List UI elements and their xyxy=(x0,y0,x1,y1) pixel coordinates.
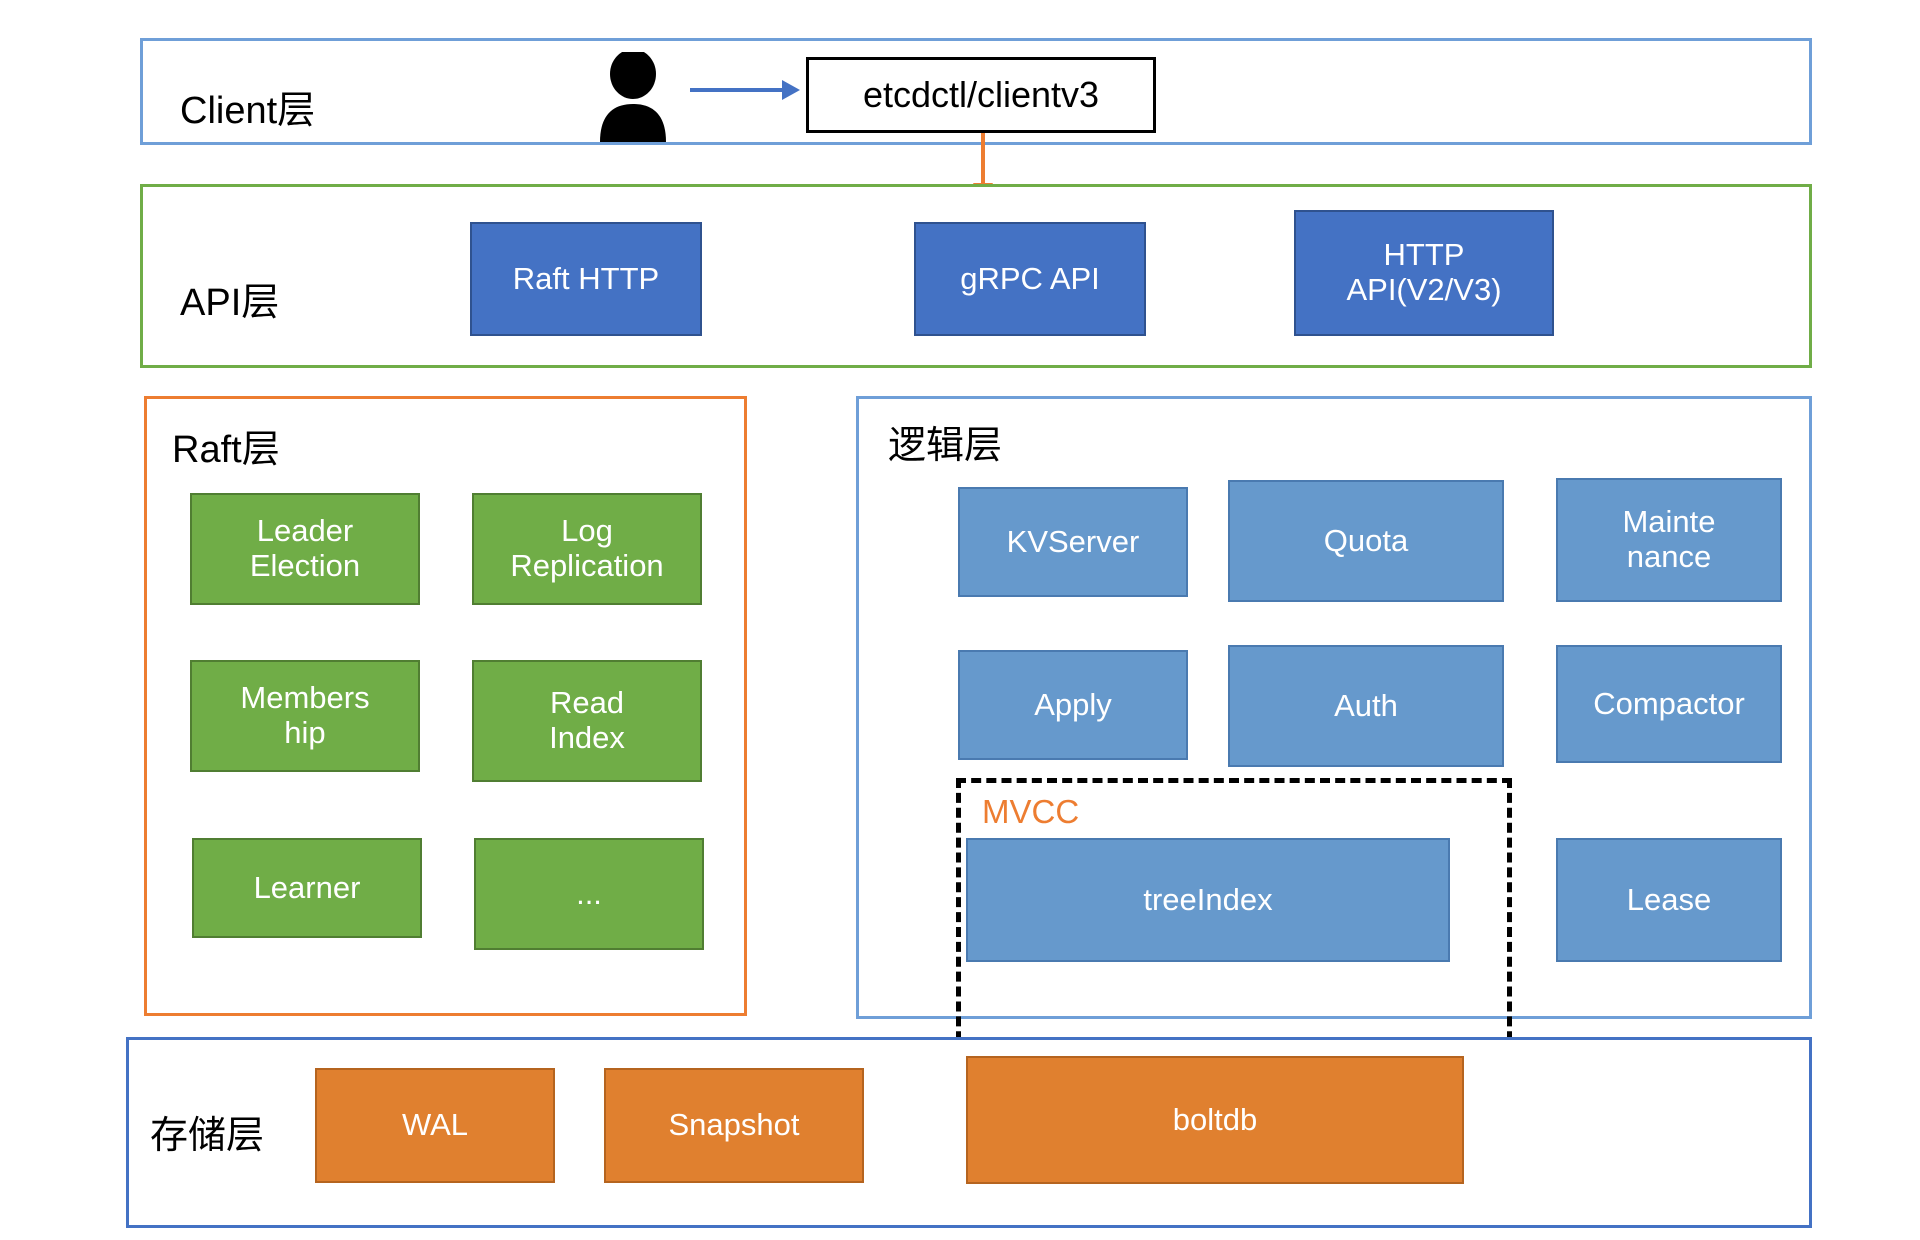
storage-node-boltdb[interactable]: boltdb xyxy=(966,1056,1464,1184)
raft-node-leader-election[interactable]: Leader Election xyxy=(190,493,420,605)
raft-node-log-replication[interactable]: Log Replication xyxy=(472,493,702,605)
storage-layer-title: 存储层 xyxy=(150,1115,265,1157)
logic-node-maintenance[interactable]: Mainte nance xyxy=(1556,478,1782,602)
arrow-right-icon xyxy=(690,80,800,100)
api-node-http-api[interactable]: HTTP API(V2/V3) xyxy=(1294,210,1554,336)
logic-node-auth[interactable]: Auth xyxy=(1228,645,1504,767)
user-icon xyxy=(600,52,666,142)
raft-node-read-index[interactable]: Read Index xyxy=(472,660,702,782)
api-node-raft-http[interactable]: Raft HTTP xyxy=(470,222,702,336)
logic-node-lease[interactable]: Lease xyxy=(1556,838,1782,962)
raft-node-membership[interactable]: Members hip xyxy=(190,660,420,772)
api-node-grpc-api[interactable]: gRPC API xyxy=(914,222,1146,336)
raft-node-learner[interactable]: Learner xyxy=(192,838,422,938)
storage-node-wal[interactable]: WAL xyxy=(315,1068,555,1183)
logic-node-apply[interactable]: Apply xyxy=(958,650,1188,760)
storage-node-snapshot[interactable]: Snapshot xyxy=(604,1068,864,1183)
logic-layer-title: 逻辑层 xyxy=(888,425,1003,467)
etcdctl-clientv3-box[interactable]: etcdctl/clientv3 xyxy=(806,57,1156,133)
logic-node-compactor[interactable]: Compactor xyxy=(1556,645,1782,763)
logic-node-quota[interactable]: Quota xyxy=(1228,480,1504,602)
client-layer-title: Client层 xyxy=(180,90,316,132)
api-layer-title: API层 xyxy=(180,282,280,324)
raft-node-ellipsis[interactable]: ... xyxy=(474,838,704,950)
mvcc-label: MVCC xyxy=(982,793,1080,830)
logic-node-treeindex[interactable]: treeIndex xyxy=(966,838,1450,962)
raft-layer-title: Raft层 xyxy=(172,429,280,471)
logic-node-kvserver[interactable]: KVServer xyxy=(958,487,1188,597)
